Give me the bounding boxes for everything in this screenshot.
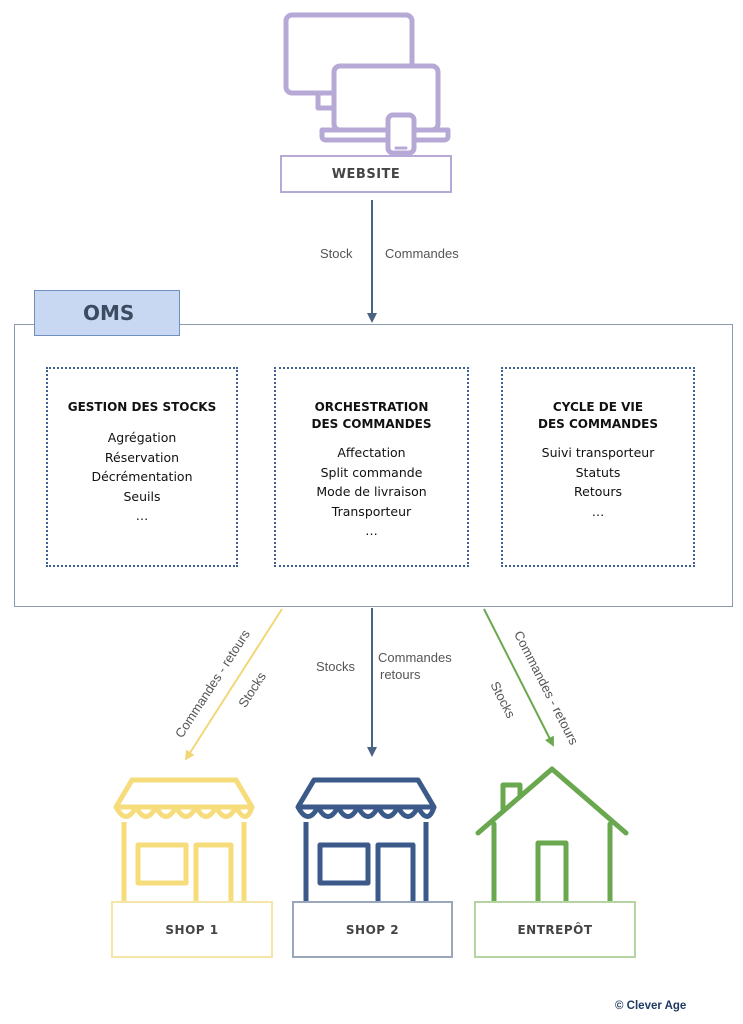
panel-cycle-de-vie-des-commandes: CYCLE DE VIE DES COMMANDES Suivi transpo… xyxy=(501,367,695,567)
shop1-label-box: SHOP 1 xyxy=(111,901,273,958)
oms-shop1-arrow xyxy=(184,608,283,761)
panel-item: Split commande xyxy=(320,464,423,480)
panel-items: Affectation Split commande Mode de livra… xyxy=(276,443,467,541)
oms-entrepot-arrow xyxy=(483,608,554,747)
panel-item: Affectation xyxy=(337,445,406,460)
panel-item: Suivi transporteur xyxy=(541,445,655,460)
panel-title-line: CYCLE DE VIE xyxy=(552,400,644,414)
entrepot-label: ENTREPÔT xyxy=(517,922,593,937)
commandes-edge-label: Commandes xyxy=(385,246,459,261)
panel-item: Réservation xyxy=(104,449,180,465)
panel-item: Seuils xyxy=(123,488,161,504)
website-label-box: WEBSITE xyxy=(280,155,452,193)
website-label: WEBSITE xyxy=(331,166,401,182)
panel-item: Retours xyxy=(574,484,622,499)
devices-icon xyxy=(283,12,451,156)
panel-items: Suivi transporteur Statuts Retours … xyxy=(503,443,693,521)
panel-title-line: ORCHESTRATION xyxy=(314,400,429,414)
shop2-label-box: SHOP 2 xyxy=(292,901,453,958)
shop2-store-icon xyxy=(295,777,437,901)
shop1-store-icon xyxy=(113,777,255,901)
panel-item: … xyxy=(591,503,605,519)
credit-text: © Clever Age xyxy=(615,1000,687,1012)
panel-item: Statuts xyxy=(575,464,621,480)
panel-title-line: DES COMMANDES xyxy=(538,417,658,431)
shop2-commandes-label: Commandes xyxy=(378,650,452,665)
panel-items: Agrégation Réservation Décrémentation Se… xyxy=(48,428,236,526)
oms-title: OMS xyxy=(83,301,135,325)
panel-item: Transporteur xyxy=(331,503,412,519)
warehouse-house-icon xyxy=(475,766,629,904)
panel-orchestration-des-commandes: ORCHESTRATION DES COMMANDES Affectation … xyxy=(274,367,469,567)
panel-title-line: DES COMMANDES xyxy=(311,417,432,431)
panel-item: … xyxy=(365,523,378,538)
oms-title-tab: OMS xyxy=(34,290,180,336)
panel-title: CYCLE DE VIE DES COMMANDES xyxy=(503,399,693,433)
panel-title: ORCHESTRATION DES COMMANDES xyxy=(276,399,467,433)
panel-gestion-des-stocks: GESTION DES STOCKS Agrégation Réservatio… xyxy=(46,367,238,567)
shop1-label: SHOP 1 xyxy=(165,922,219,937)
panel-title-line: GESTION DES STOCKS xyxy=(67,400,217,414)
panel-item: Mode de livraison xyxy=(316,484,427,499)
panel-item: Décrémentation xyxy=(91,469,193,484)
stock-edge-label: Stock xyxy=(320,246,353,261)
panel-item: Agrégation xyxy=(107,430,177,445)
oms-frame xyxy=(14,324,733,607)
panel-title: GESTION DES STOCKS xyxy=(48,399,236,416)
shop2-label: SHOP 2 xyxy=(345,922,400,937)
shop2-stocks-label: Stocks xyxy=(316,659,356,674)
shop2-retours-label: retours xyxy=(380,667,421,682)
entrepot-label-box: ENTREPÔT xyxy=(474,901,636,958)
panel-item: … xyxy=(135,508,149,523)
